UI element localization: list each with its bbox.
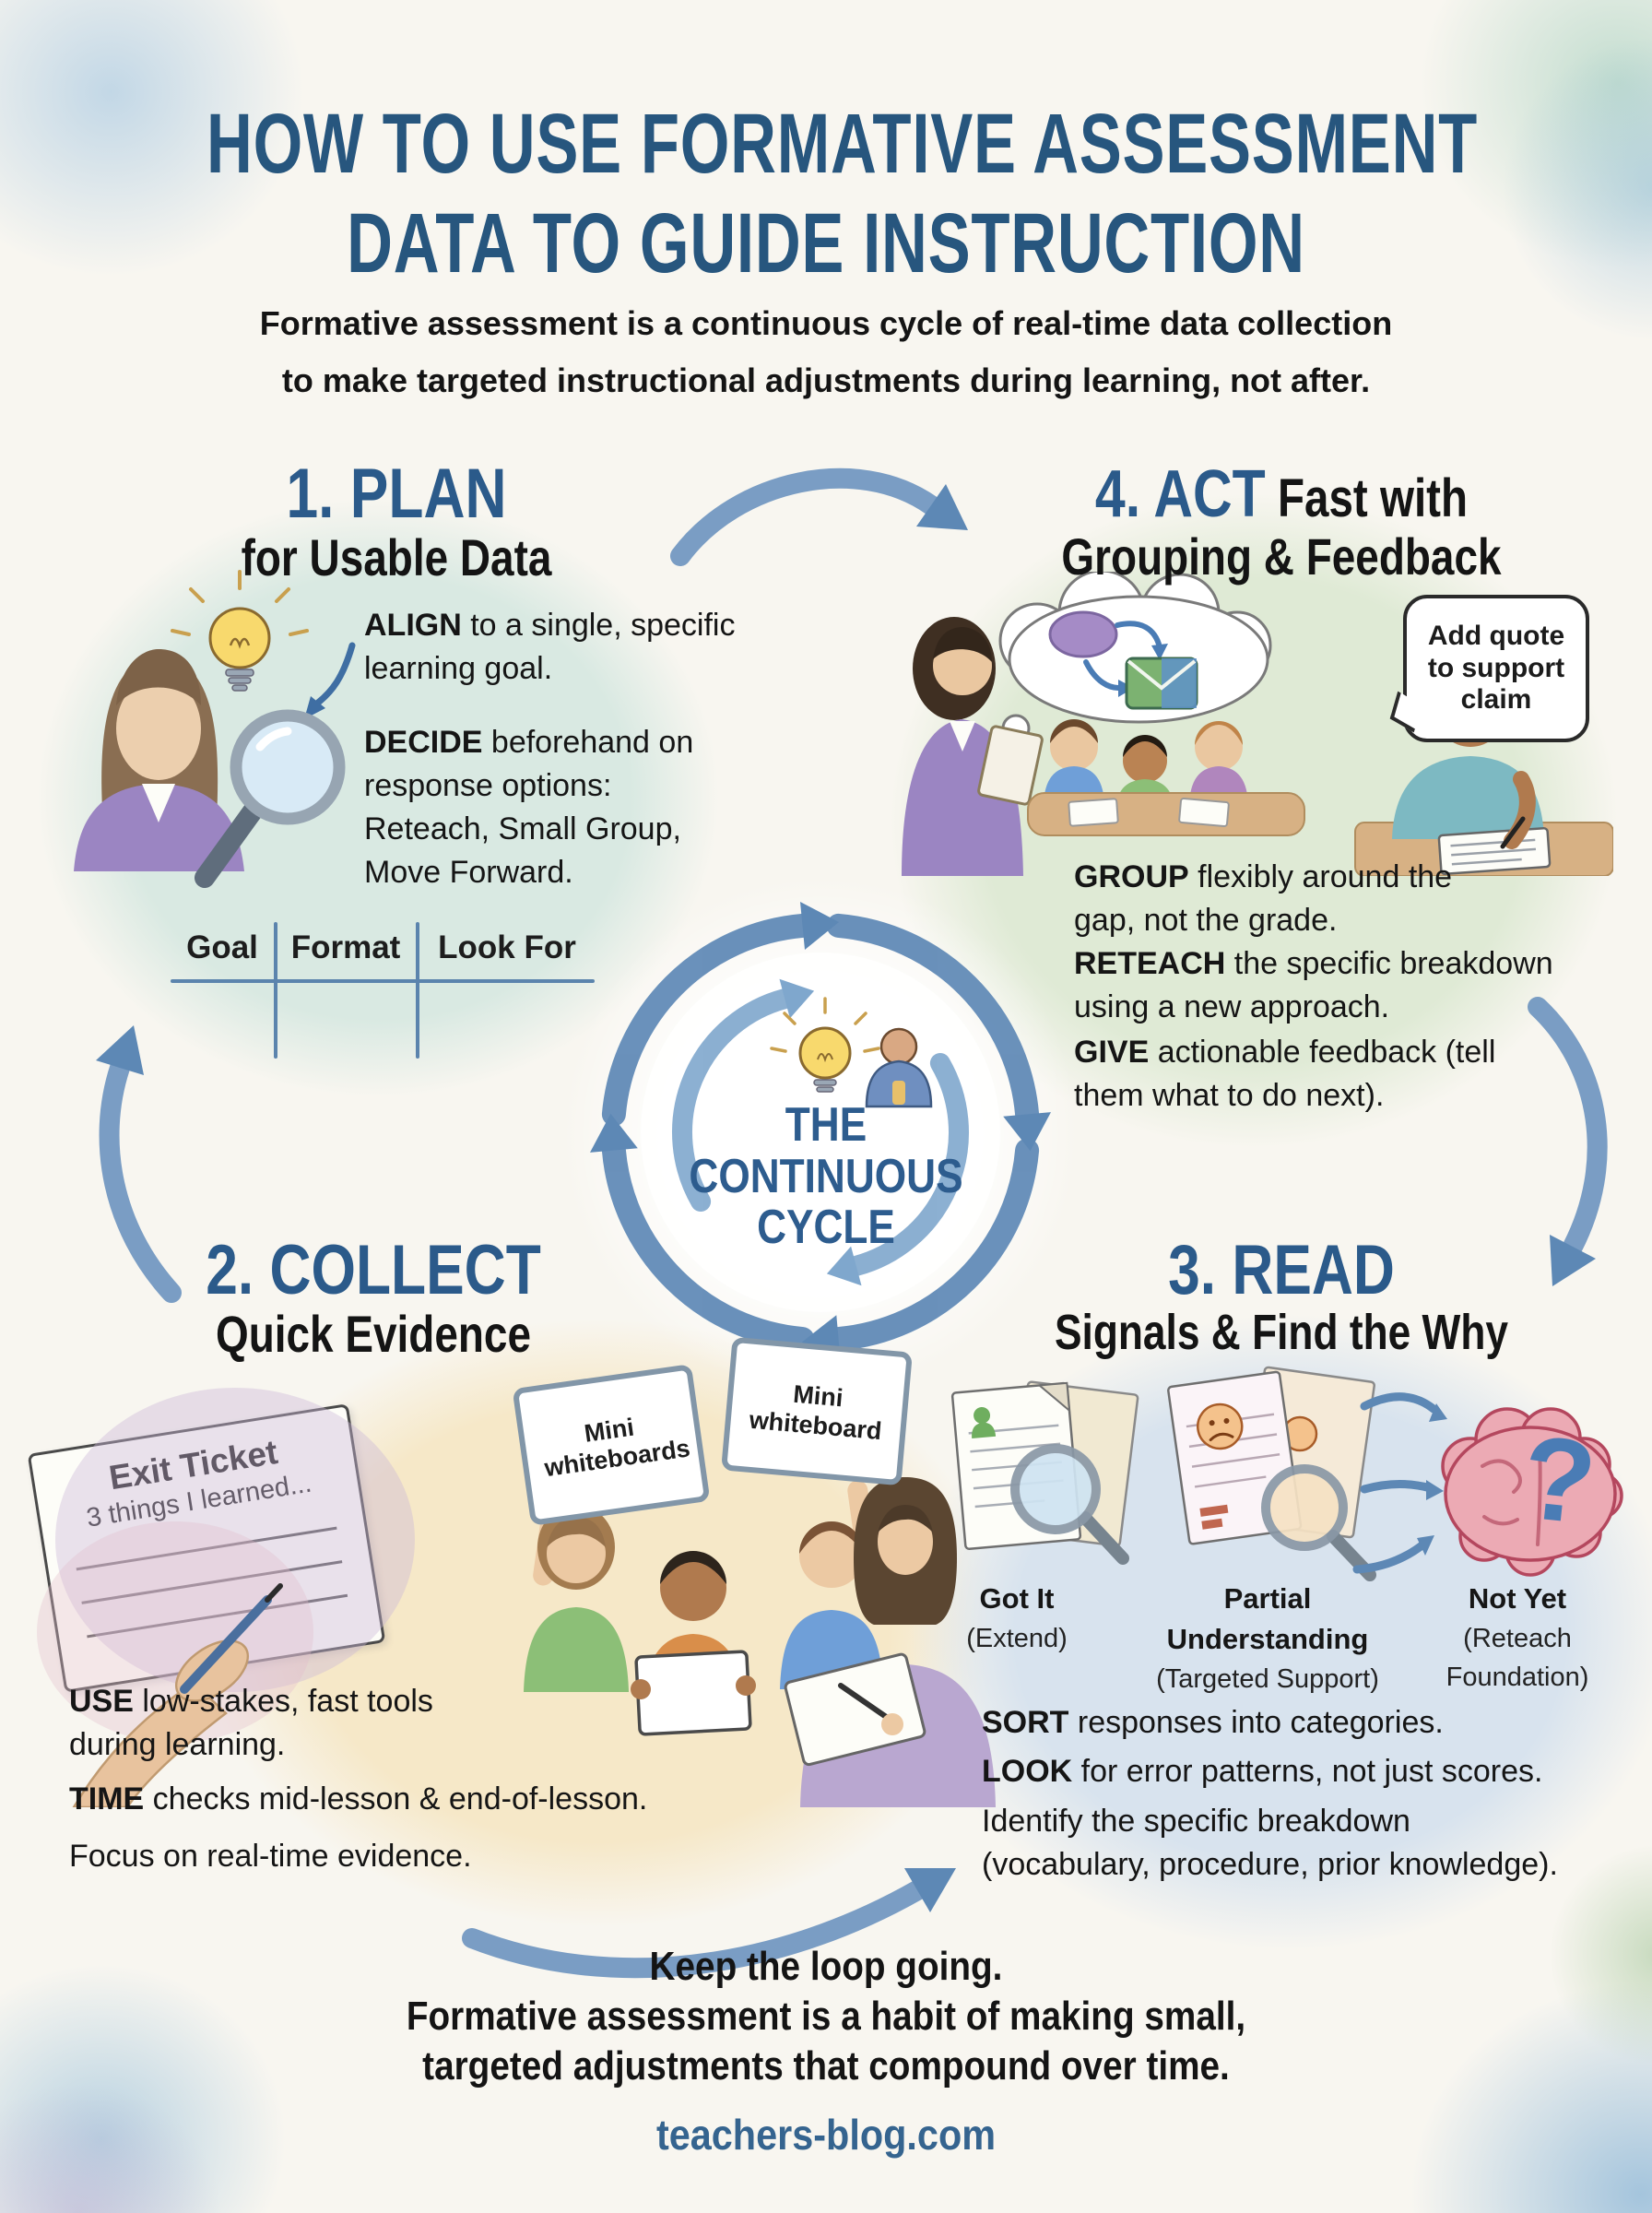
plan-decide-lead: DECIDE <box>364 725 483 760</box>
act-give-text: GIVE actionable feedback (tell them what… <box>1074 1031 1507 1118</box>
page-title-line1: HOW TO USE FORMATIVE ASSESSMENT <box>206 97 1479 191</box>
read-number: 3. READ <box>1168 1231 1395 1309</box>
collect-number: 2. COLLECT <box>206 1231 541 1309</box>
collect-tagline: Quick Evidence <box>215 1305 531 1363</box>
whiteboard-sign-2-text: Mini whiteboard <box>748 1380 883 1445</box>
read-identify-text: Identify the specific breakdown (vocabul… <box>982 1804 1558 1882</box>
read-category-sub: (Reteach Foundation) <box>1446 1624 1589 1692</box>
speech-bubble: Add quote to support claim <box>1403 595 1589 742</box>
collect-heading: 2. COLLECT Quick Evidence <box>129 1236 618 1363</box>
act-number: 4. ACT <box>1094 457 1266 531</box>
act-heading: 4. ACT Fast with Grouping & Feedback <box>996 461 1567 585</box>
kid-with-board-middle <box>631 1551 756 1736</box>
plan-table-header-goal: Goal <box>186 929 258 965</box>
read-look-rest: for error patterns, not just scores. <box>1072 1754 1543 1789</box>
read-category-name: Not Yet <box>1468 1582 1567 1615</box>
plan-table-header-format: Format <box>290 929 401 965</box>
plan-align-lead: ALIGN <box>364 608 462 643</box>
act-tagline-inline: Fast with <box>1265 468 1469 528</box>
whiteboard-sign-2: Mini whiteboard <box>721 1336 913 1486</box>
act-tagline-line2: Grouping & Feedback <box>1061 527 1502 586</box>
arrow-plan-to-act <box>670 467 968 566</box>
whiteboard-sign-1-text: Mini whiteboards <box>542 1413 692 1483</box>
collect-focus-text: Focus on real-time evidence. <box>69 1839 472 1874</box>
plan-decide-text: DECIDE beforehand on response options: R… <box>364 721 705 894</box>
read-small-arrowheads <box>1417 1403 1447 1556</box>
collect-time-text: TIME checks mid-lesson & end-of-lesson. <box>69 1778 899 1821</box>
act-give-lead: GIVE <box>1074 1035 1150 1070</box>
act-reteach-text: RETEACH the specific breakdown using a n… <box>1074 942 1590 1029</box>
page-subtitle-line2: to make targeted instructional adjustmen… <box>281 361 1371 399</box>
act-group-lead: GROUP <box>1074 859 1189 894</box>
footer-body-line2: targeted adjustments that compound over … <box>422 2043 1230 2089</box>
act-reteach-lead: RETEACH <box>1074 946 1226 981</box>
woman-avatar <box>74 649 244 871</box>
plan-table-divider-2 <box>416 922 419 1059</box>
collect-use-text: USE low-stakes, fast tools during learni… <box>69 1680 502 1767</box>
plan-align-text: ALIGN to a single, specific learning goa… <box>364 604 761 691</box>
read-category-got-it: Got It (Extend) <box>938 1579 1095 1658</box>
plan-tagline: for Usable Data <box>241 528 552 586</box>
read-category-name: Got It <box>979 1582 1055 1615</box>
read-sort-text: SORT responses into categories. <box>982 1701 1646 1745</box>
read-category-name: Partial Understanding <box>1166 1582 1369 1655</box>
plan-number: 1. PLAN <box>286 455 507 533</box>
read-category-sub: (Targeted Support) <box>1156 1664 1379 1694</box>
read-heading: 3. READ Signals & Find the Why <box>1005 1236 1558 1360</box>
site-url: teachers-blog.com <box>655 2111 997 2159</box>
question-mark: ? <box>1516 1411 1602 1550</box>
footer-keep-loop: Keep the loop going. <box>649 1944 1003 1989</box>
collect-time-rest: checks mid-lesson & end-of-lesson. <box>144 1781 648 1817</box>
plan-table-header-lookfor: Look For <box>438 929 576 965</box>
document-stack-got-it <box>950 1380 1139 1565</box>
speech-bubble-text: Add quote to support claim <box>1427 620 1565 716</box>
magnifier-icon <box>195 709 346 888</box>
collect-time-lead: TIME <box>69 1781 145 1817</box>
read-tagline: Signals & Find the Why <box>1055 1305 1509 1360</box>
whiteboard-sign-1: Mini whiteboards <box>512 1364 711 1526</box>
read-sort-rest: responses into categories. <box>1068 1705 1444 1740</box>
collect-use-lead: USE <box>69 1684 134 1719</box>
center-cycle-label: THE CONTINUOUS CYCLE <box>689 1098 963 1255</box>
act-group-text: GROUP flexibly around the gap, not the g… <box>1074 856 1507 942</box>
page-title-line2: DATA TO GUIDE INSTRUCTION <box>347 196 1305 290</box>
plan-table: Goal Format Look For <box>171 922 595 1060</box>
act-heading-line1: 4. ACT Fast with <box>1047 461 1516 528</box>
align-pointer-arrow <box>304 642 356 719</box>
plan-heading: 1. PLAN for Usable Data <box>157 459 636 586</box>
read-look-lead: LOOK <box>982 1754 1073 1789</box>
map-card-icon <box>1125 657 1198 710</box>
students-group <box>1027 719 1305 836</box>
read-category-sub: (Extend) <box>966 1624 1068 1653</box>
footer-body-line1: Formative assessment is a habit of makin… <box>406 1994 1246 2039</box>
page-subtitle-line1: Formative assessment is a continuous cyc… <box>259 304 1393 342</box>
read-category-not-yet: Not Yet (Reteach Foundation) <box>1432 1579 1603 1697</box>
read-look-text: LOOK for error patterns, not just scores… <box>982 1750 1646 1793</box>
plan-table-rule <box>171 979 595 983</box>
plan-table-divider-1 <box>274 922 277 1059</box>
read-category-partial: Partial Understanding (Targeted Support) <box>1143 1579 1392 1698</box>
document-stack-partial <box>1167 1366 1376 1581</box>
read-sort-lead: SORT <box>982 1705 1069 1740</box>
